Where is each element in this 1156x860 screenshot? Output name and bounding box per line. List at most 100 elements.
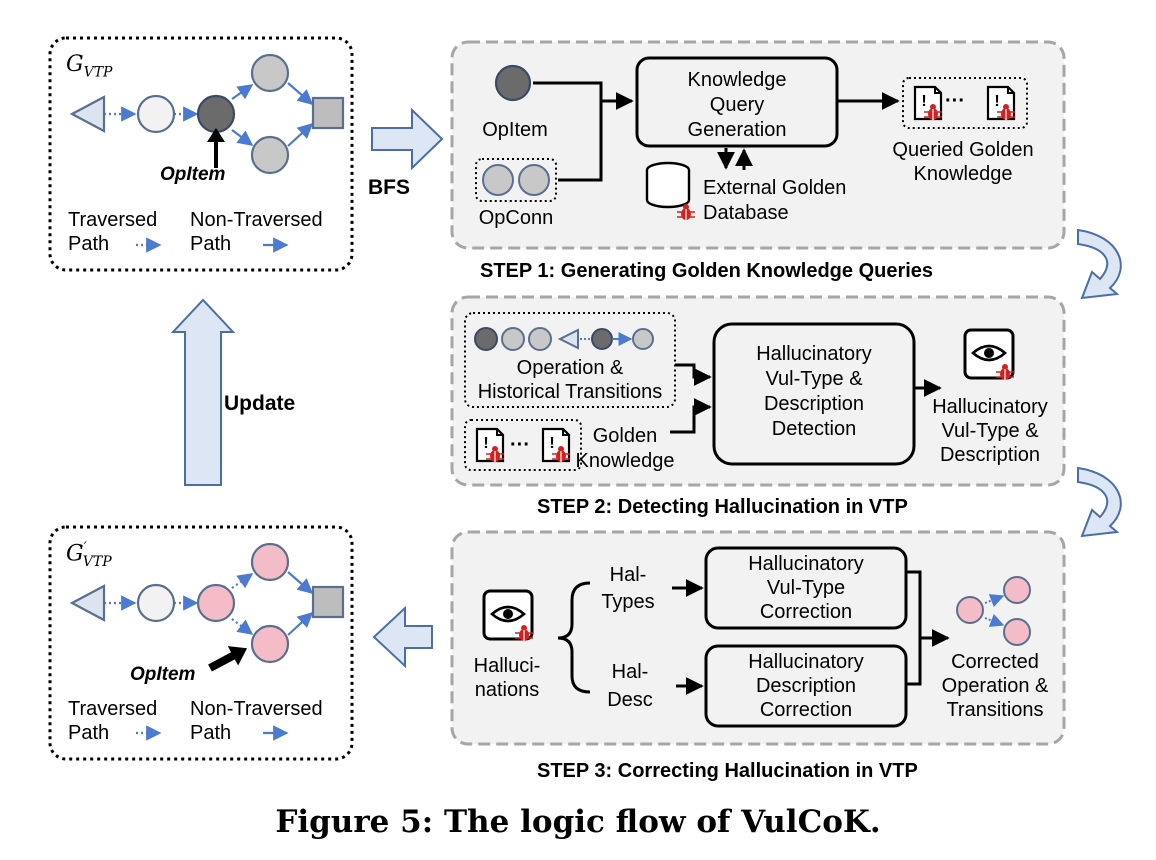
halluc-out-line2: Vul-Type &	[941, 420, 1039, 442]
graph-top-title: GVTP	[66, 52, 113, 81]
node-lower	[250, 135, 290, 175]
step3-panel	[450, 530, 1066, 746]
corrected-line3: Transitions	[946, 699, 1044, 721]
operation-group	[464, 312, 676, 408]
kqg-line3: Generation	[687, 119, 787, 141]
opitem-label: OpItem	[130, 664, 196, 685]
queried-line2: Knowledge	[913, 163, 1013, 185]
operation-line1: Operation &	[516, 357, 624, 379]
opitem-node	[494, 64, 532, 102]
opitem-pointer	[208, 646, 248, 672]
hallucination-eye-icon	[965, 330, 1014, 380]
curve-arrow-2	[1077, 466, 1122, 538]
graph-panel-top	[48, 36, 354, 272]
ellipsis: ···	[510, 434, 530, 456]
node-traversed	[136, 94, 176, 134]
detect-line2: Vul-Type &	[765, 368, 863, 390]
db-label-line1: External Golden	[703, 177, 847, 199]
node-opitem	[250, 624, 290, 664]
queried-line1: Queried Golden	[892, 139, 1034, 161]
step3-title: STEP 3: Correcting Hallucination in VTP	[537, 760, 918, 782]
detection-box	[712, 322, 916, 466]
node-traversed	[136, 583, 176, 623]
node-upper	[250, 53, 290, 93]
corrected-node	[1003, 618, 1031, 646]
box1-line2: Vul-Type	[766, 577, 846, 599]
halluc-out-line1: Hallucinatory	[932, 396, 1048, 418]
golden-knowledge-group	[464, 419, 582, 471]
start-node	[69, 95, 106, 133]
hallucinations-line1: Halluci-	[473, 655, 541, 677]
legend-nontraversed-line2: Path	[190, 233, 232, 255]
end-node	[311, 585, 345, 619]
golden-line2: Knowledge	[575, 450, 675, 472]
box2-line2: Description	[755, 675, 857, 697]
database-icon	[645, 161, 696, 221]
ellipsis: ···	[945, 90, 965, 112]
start-node	[69, 584, 106, 622]
opconn-node	[482, 164, 514, 196]
box2-line1: Hallucinatory	[748, 651, 864, 673]
kqg-line1: Knowledge	[687, 69, 787, 91]
haldesc-line2: Desc	[607, 689, 653, 711]
haltypes-line1: Hal-	[609, 564, 647, 586]
node-opitem	[196, 94, 236, 134]
knowledge-doc-icon	[913, 85, 944, 122]
figure-caption: Figure 5: The logic flow of VulCoK.	[275, 804, 881, 840]
hallucinations-line2: nations	[474, 679, 540, 701]
legend-nontraversed-line1: Non-Traversed	[190, 698, 323, 720]
return-arrow	[372, 605, 433, 669]
corrected-node	[956, 596, 984, 624]
legend-traversed-line2: Path	[68, 233, 110, 255]
step1-title: STEP 1: Generating Golden Knowledge Quer…	[480, 260, 934, 282]
opitem-pointer	[207, 128, 225, 168]
graph-bottom-edges	[104, 571, 314, 636]
corrected-line2: Operation &	[941, 675, 1049, 697]
detect-line1: Hallucinatory	[756, 343, 872, 365]
box2-line3: Correction	[759, 699, 853, 721]
bfs-label: BFS	[368, 176, 410, 199]
queried-knowledge-group	[902, 77, 1028, 129]
corrected-node	[1003, 576, 1031, 604]
step1-input-connector	[533, 81, 603, 182]
kqg-line2: Query	[709, 94, 765, 116]
node-upper	[250, 542, 290, 582]
update-label: Update	[224, 392, 296, 415]
box1-line3: Correction	[759, 601, 853, 623]
node-corrected	[196, 583, 236, 623]
legend-nontraversed-line2: Path	[190, 722, 232, 744]
legend-traversed-line1: Traversed	[68, 209, 158, 231]
haldesc-line1: Hal-	[611, 661, 649, 683]
opitem-caption: OpItem	[482, 119, 548, 141]
detect-line3: Description	[763, 393, 865, 415]
halluc-out-line3: Description	[939, 444, 1041, 466]
graph-bottom-title: G′VTP	[66, 540, 112, 570]
vultype-correction-box	[704, 546, 908, 630]
operation-line2: Historical Transitions	[477, 381, 663, 403]
brace	[557, 581, 591, 694]
haltypes-line2: Types	[601, 591, 655, 613]
opconn-node	[518, 164, 550, 196]
bfs-arrow	[371, 107, 444, 171]
box1-line1: Hallucinatory	[748, 553, 864, 575]
opconn-group	[475, 158, 557, 202]
update-arrow	[170, 298, 236, 486]
curve-arrow-1	[1077, 228, 1122, 300]
legend-traversed-line2: Path	[68, 722, 110, 744]
graph-top-edges	[104, 82, 314, 147]
golden-line1: Golden	[592, 425, 658, 447]
opitem-label: OpItem	[160, 164, 226, 185]
db-label-line2: Database	[703, 202, 789, 224]
description-correction-box	[704, 644, 908, 728]
knowledge-doc-icon	[986, 85, 1017, 122]
legend-nontraversed-line1: Non-Traversed	[190, 209, 323, 231]
hallucinations-eye-icon	[484, 591, 533, 641]
end-node	[311, 96, 345, 130]
step2-title: STEP 2: Detecting Hallucination in VTP	[537, 496, 908, 518]
corrected-line1: Corrected	[951, 651, 1039, 673]
opconn-caption: OpConn	[478, 207, 554, 229]
graph-panel-bottom	[48, 525, 354, 761]
legend-traversed-line1: Traversed	[68, 698, 158, 720]
